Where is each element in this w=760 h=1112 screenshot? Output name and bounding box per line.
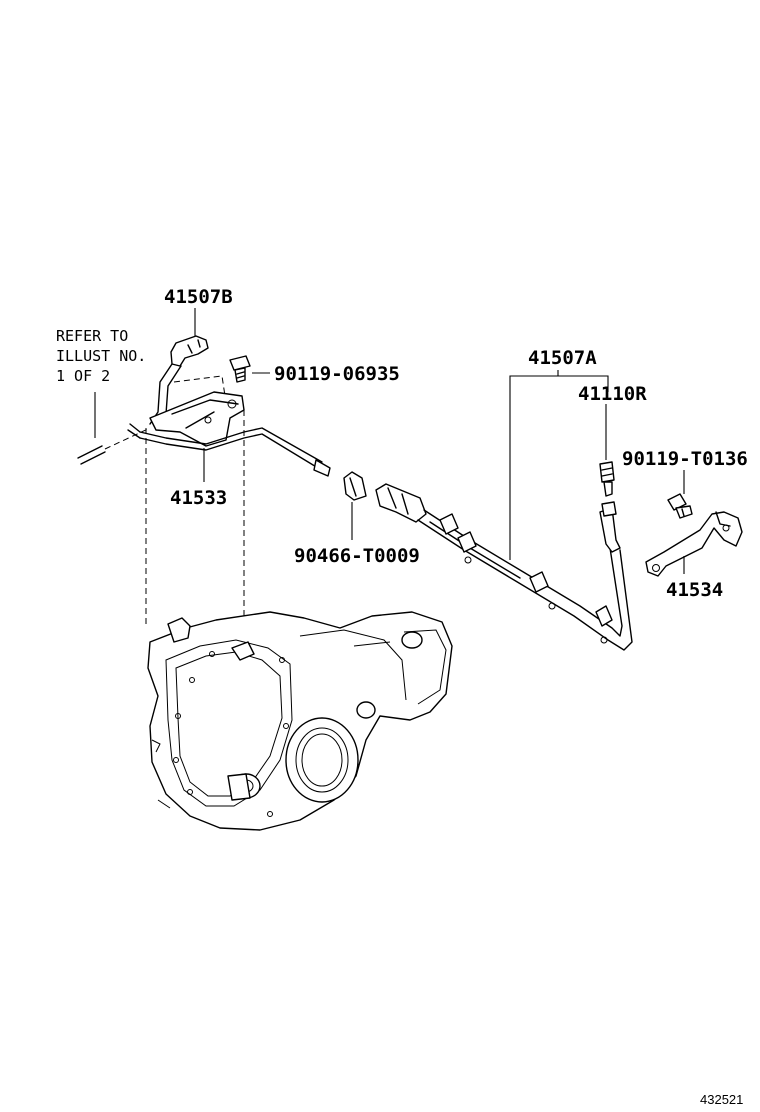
refer-note-line1: REFER TO	[56, 327, 128, 345]
label-41534: 41534	[666, 579, 723, 601]
bolt-90119-t0136	[667, 493, 693, 519]
fitting-41110r	[599, 461, 615, 497]
bolt-link-dashed	[173, 375, 226, 397]
reference-dashed-lines	[145, 410, 245, 652]
illustration-number: 432521	[700, 1092, 743, 1107]
refer-note-line2: ILLUST NO.	[56, 347, 146, 365]
label-90466-t0009: 90466-T0009	[294, 545, 420, 567]
clamp-90466-t0009	[343, 471, 367, 501]
tube-assembly-41507a	[375, 483, 633, 651]
bracket-41534	[645, 511, 743, 577]
label-41507b: 41507B	[164, 286, 233, 308]
bracket-tube-41533	[127, 391, 331, 477]
breather-pipe-stub	[77, 427, 151, 465]
refer-note-line3: 1 OF 2	[56, 367, 110, 385]
refer-note: REFER TO ILLUST NO. 1 OF 2	[56, 327, 146, 438]
transfer-case-housing	[147, 611, 453, 831]
leader-41507a	[509, 370, 609, 560]
bolt-90119-06935	[229, 355, 251, 383]
label-90119-06935: 90119-06935	[274, 363, 400, 385]
label-41507a: 41507A	[528, 347, 597, 369]
label-41110r: 41110R	[578, 383, 647, 405]
label-90119-t0136: 90119-T0136	[622, 448, 748, 470]
label-41533: 41533	[170, 487, 227, 509]
